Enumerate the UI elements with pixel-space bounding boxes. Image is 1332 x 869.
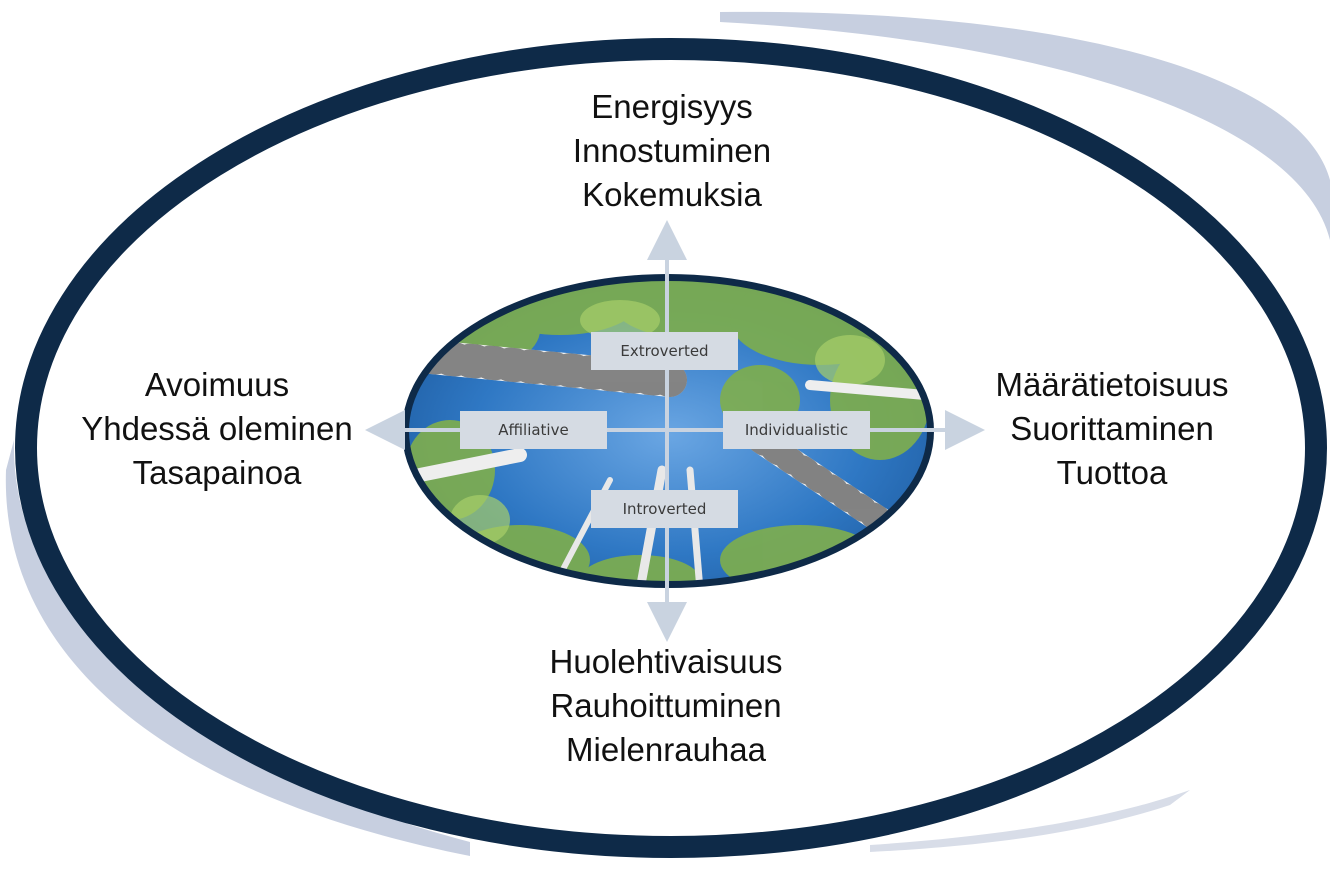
left-quadrant-text: Avoimuus Yhdessä oleminen Tasapainoa bbox=[17, 363, 417, 495]
right-line-3: Tuottoa bbox=[1056, 454, 1168, 491]
left-line-3: Tasapainoa bbox=[132, 454, 302, 491]
right-line-1: Määrätietoisuus bbox=[995, 366, 1229, 403]
left-line-1: Avoimuus bbox=[144, 366, 290, 403]
top-line-1: Energisyys bbox=[591, 88, 753, 125]
bottom-line-3: Mielenrauhaa bbox=[566, 731, 766, 768]
axis-label-individualistic: Individualistic bbox=[723, 411, 870, 449]
bottom-line-1: Huolehtivaisuus bbox=[549, 643, 783, 680]
top-line-3: Kokemuksia bbox=[582, 176, 762, 213]
bottom-line-2: Rauhoittuminen bbox=[550, 687, 782, 724]
right-line-2: Suorittaminen bbox=[1010, 410, 1214, 447]
axis-label-introverted: Introverted bbox=[591, 490, 738, 528]
right-quadrant-text: Määrätietoisuus Suorittaminen Tuottoa bbox=[912, 363, 1312, 495]
left-line-2: Yhdessä oleminen bbox=[81, 410, 353, 447]
bottom-quadrant-text: Huolehtivaisuus Rauhoittuminen Mielenrau… bbox=[466, 640, 866, 772]
top-quadrant-text: Energisyys Innostuminen Kokemuksia bbox=[472, 85, 872, 217]
axis-label-extroverted: Extroverted bbox=[591, 332, 738, 370]
top-line-2: Innostuminen bbox=[572, 132, 772, 169]
axis-label-affiliative: Affiliative bbox=[460, 411, 607, 449]
